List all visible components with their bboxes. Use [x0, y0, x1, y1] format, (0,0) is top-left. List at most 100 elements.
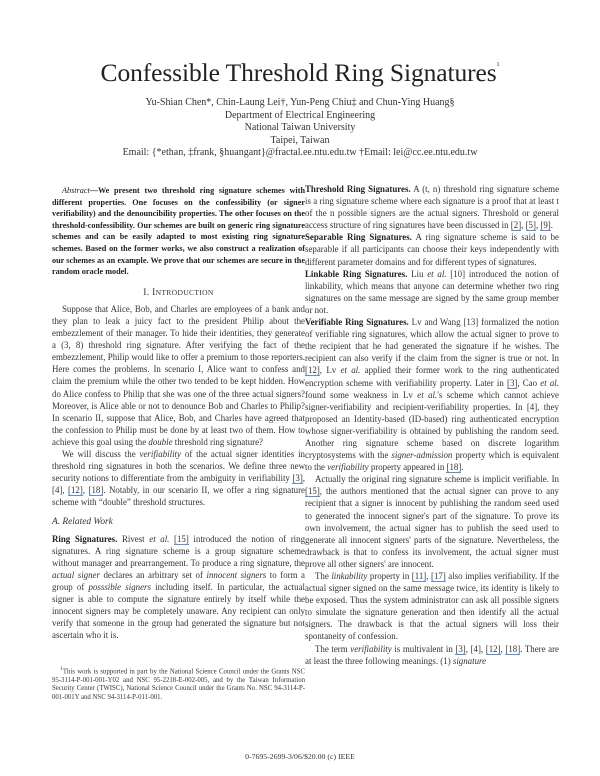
ring-i3: posssible signers [88, 581, 151, 592]
act-b: , the authors mentioned that the actual … [305, 486, 559, 569]
link-a: Liu [407, 268, 428, 279]
link-b: [10] introduced the notion of linkabilit… [305, 268, 560, 315]
citation-link-18[interactable]: [18] [88, 485, 104, 497]
citation-link-9[interactable]: [9] [540, 220, 551, 232]
citation-link-5[interactable]: [5] [525, 220, 536, 232]
lk-b: property in [367, 571, 412, 581]
ver-g: property which is equivalent to the [305, 450, 560, 473]
abstract: Abstract—We present two threshold ring s… [52, 185, 305, 278]
section-title-initial: I [152, 287, 156, 298]
term-d: . There are at least the three following… [305, 643, 559, 666]
citation-link-15[interactable]: [15] [174, 533, 189, 545]
citation-link-3[interactable]: [3] [292, 473, 303, 485]
title-footnote-mark: 1 [496, 62, 500, 68]
ver-f: 's scheme which cannot achieve signer-ve… [305, 389, 559, 461]
intro-p2-italic: verifiability [139, 448, 181, 459]
footnote-text: This work is supported in part by the Na… [52, 668, 305, 702]
ring-i1: actual signer [52, 569, 100, 580]
linkable-paragraph: Linkable Ring Signatures. Liu et al. [10… [305, 268, 559, 316]
actually-paragraph: Actually the original ring signature sch… [305, 473, 559, 570]
ver-i2: verifiability [327, 462, 369, 473]
abstract-label: Abstract [62, 186, 90, 195]
intro-p2-b: of the actual signer identities in thres… [52, 448, 305, 484]
citation-link-18b[interactable]: [18] [446, 462, 462, 474]
act-a: Actually the original ring signature sch… [315, 474, 559, 485]
ver-h: property appeared in [368, 462, 447, 473]
abstract-dash: — [89, 186, 98, 195]
thr-a: A (t, n) threshold ring signature scheme… [305, 184, 560, 231]
verifiable-paragraph: Verifiable Ring Signatures. Lv and Wang … [305, 317, 560, 474]
paper-title: Confessible Threshold Ring Signatures1 [0, 58, 600, 88]
intro-p2-d: . Notably, in our scenario II, we offer … [52, 485, 305, 508]
lk-i: linkability [331, 571, 368, 581]
left-column: Abstract—We present two threshold ring s… [52, 185, 305, 641]
ver-etal2: et al. [540, 377, 559, 388]
ver-c: applied their former work to the ring au… [305, 365, 560, 388]
section-heading-introduction: I. INTRODUCTION [52, 287, 305, 299]
citation-link-3b[interactable]: [3] [506, 377, 518, 389]
threshold-head: Threshold Ring Signatures. [305, 184, 411, 194]
affiliation-dept: Department of Electrical Engineering [224, 109, 376, 121]
ver-e: found some weakness in Lv [305, 389, 418, 400]
lk-c: also implies verifiability. If the actua… [305, 571, 559, 642]
citation-link-12b[interactable]: [12] [305, 365, 320, 377]
ver-i1: signer-admission [391, 450, 453, 461]
affiliation-univ: National Taiwan University [244, 122, 356, 133]
citation-link-2[interactable]: [2] [510, 220, 522, 232]
intro-p2-c4: , [82, 485, 89, 496]
ring-e: including itself. In particular, the act… [52, 581, 305, 641]
intro-p1-text: Suppose that Alice, Bob, and Charles are… [52, 303, 305, 447]
ring-b: introduced the notion of ring signatures… [52, 533, 306, 568]
footnote-text-block: 1This work is supported in part by the N… [52, 665, 305, 703]
intro-paragraph-2: We will discuss the verifiability of the… [52, 448, 305, 508]
citation-link-15b[interactable]: [15] [305, 486, 320, 498]
linkable-head: Linkable Ring Signatures. [305, 268, 408, 279]
term-paragraph: The term verifiability is multivalent in… [305, 643, 559, 666]
ring-etal: et al. [149, 533, 170, 544]
ver-a: Lv and Wang [13] formalized the notion o… [305, 317, 559, 364]
ring-d: to form a group of [52, 569, 305, 592]
term-a: The term [315, 643, 351, 654]
term-i2: signature [452, 655, 487, 666]
title-text: Confessible Threshold Ring Signatures [100, 58, 497, 87]
intro-p2-a: We will discuss the [62, 448, 140, 459]
footnote: 1This work is supported in part by the N… [52, 665, 305, 703]
right-column: Threshold Ring Signatures. A (t, n) thre… [305, 183, 559, 667]
citation-link-18c[interactable]: [18] [505, 643, 521, 655]
citation-link-3c[interactable]: [3] [455, 643, 466, 655]
ver-d: , Cao [517, 377, 541, 388]
citation-link-12c[interactable]: [12] [485, 643, 501, 655]
ver-b: , Lv [319, 365, 341, 376]
ring-signatures-head: Ring Signatures. [52, 533, 118, 544]
ver-etal: et al. [340, 365, 361, 376]
threshold-paragraph: Threshold Ring Signatures. A (t, n) thre… [305, 184, 560, 232]
copyright-line: 0-7695-2699-3/06/$20.00 (c) IEEE [245, 752, 355, 761]
intro-p2-c2: , [4], [52, 473, 305, 496]
abstract-text: We present two threshold ring signature … [52, 186, 305, 277]
subsection-heading-related-work: A. Related Work [52, 517, 113, 528]
separable-paragraph: Separable Ring Signatures. A ring signat… [305, 231, 559, 267]
separable-head: Separable Ring Signatures. [305, 232, 412, 243]
ring-c: declares an arbitrary set of [99, 569, 207, 580]
ring-i2: innocent signers [206, 569, 267, 580]
sep-text: A ring signature scheme is said to be se… [305, 232, 559, 267]
citation-link-17[interactable]: [17] [430, 571, 446, 582]
ring-signatures-paragraph: Ring Signatures. Rivest et al. [15] intr… [52, 533, 305, 642]
authors-line: Yu-Shian Chen*, Chin-Laung Lei†, Yun-Pen… [145, 97, 455, 108]
term-i: verifiability [350, 643, 392, 654]
intro-paragraph-1: Suppose that Alice, Bob, and Charles are… [52, 303, 305, 448]
ring-a: Rivest [117, 533, 150, 544]
citation-link-11[interactable]: [11] [411, 571, 427, 582]
link-etal: et al. [427, 268, 447, 279]
citation-link-12[interactable]: [12] [68, 485, 83, 497]
linkability-paragraph: The linkability property in [11], [17] a… [305, 571, 559, 642]
author-block: Yu-Shian Chen*, Chin-Laung Lei†, Yun-Pen… [0, 97, 600, 160]
section-title-rest: NTRODUCTION [155, 287, 214, 297]
intro-p1-italic: double [148, 436, 173, 447]
affiliation-city: Taipei, Taiwan [270, 134, 330, 146]
intro-p1-end: threshold ring signature? [172, 436, 263, 447]
email-line: Email: {*ethan, ‡frank, §huangant}@fract… [122, 147, 478, 158]
section-number: I. [143, 287, 150, 298]
lk-a: The [315, 571, 332, 581]
term-b: is multivalent in [391, 643, 456, 654]
